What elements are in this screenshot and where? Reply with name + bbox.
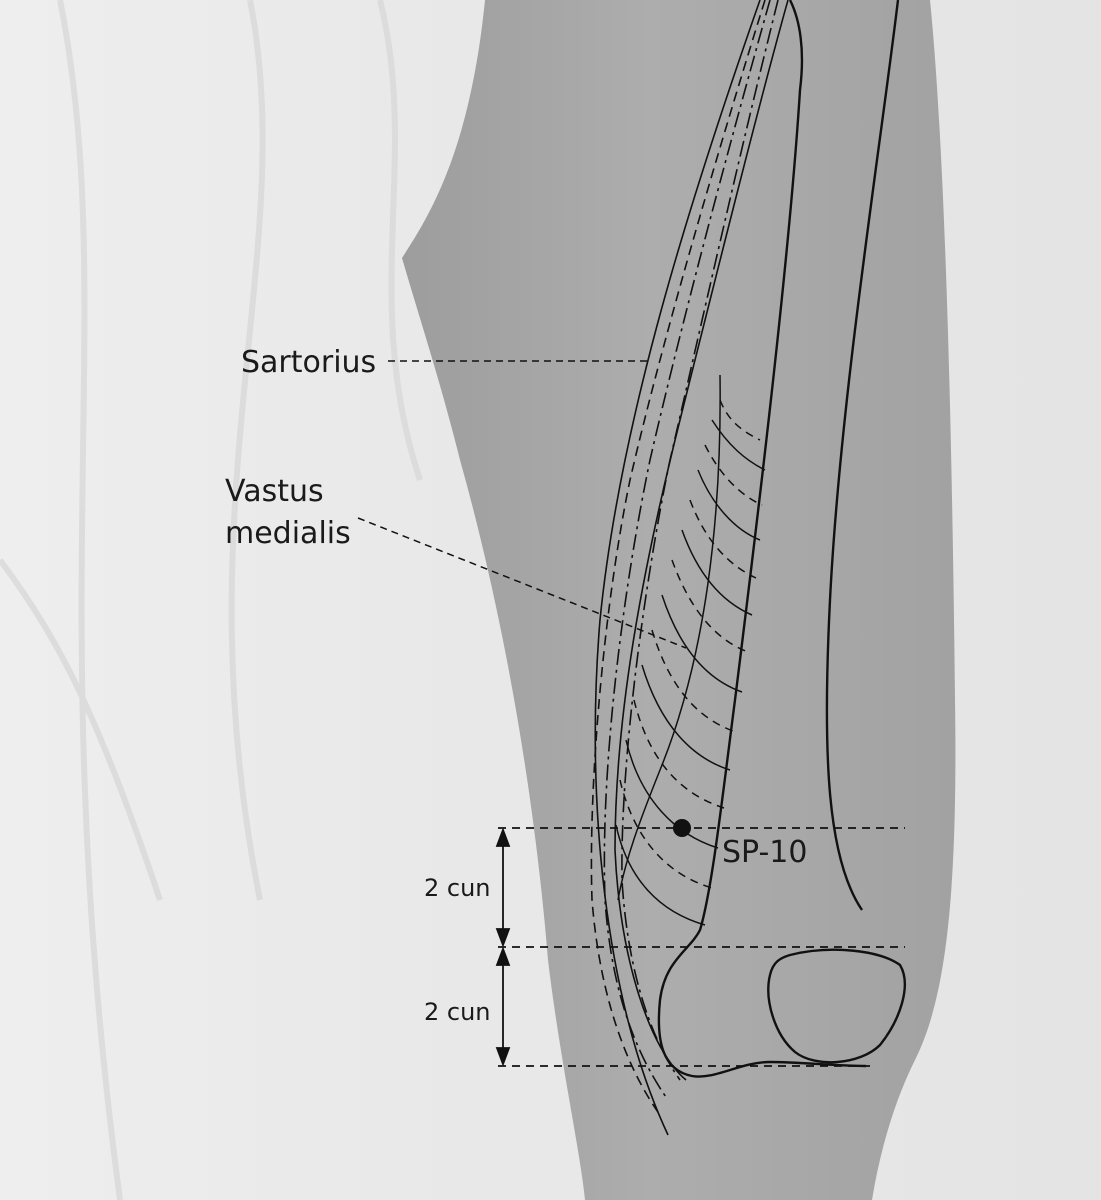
vastus-medialis-muscle	[615, 374, 766, 926]
vastus-medialis-label-line1: Vastus	[225, 474, 324, 509]
vastus-medialis-leader-line	[357, 517, 687, 649]
towel-folds	[0, 0, 423, 1200]
measurement-arrows	[495, 827, 511, 1067]
vastus-medialis-label-line2: medialis	[225, 516, 351, 551]
upper-measure-label: 2 cun	[424, 874, 491, 902]
patella-outline	[767, 948, 906, 1064]
sartorius-label: Sartorius	[241, 345, 376, 380]
sp10-label: SP-10	[722, 835, 807, 870]
thigh-silhouette	[402, 0, 956, 1200]
sp10-point-marker	[673, 819, 691, 837]
femur-outline	[657, 0, 900, 1078]
measurement-guides	[498, 827, 905, 1067]
lower-measure-label: 2 cun	[424, 998, 491, 1026]
sartorius-muscle	[590, 0, 789, 1136]
